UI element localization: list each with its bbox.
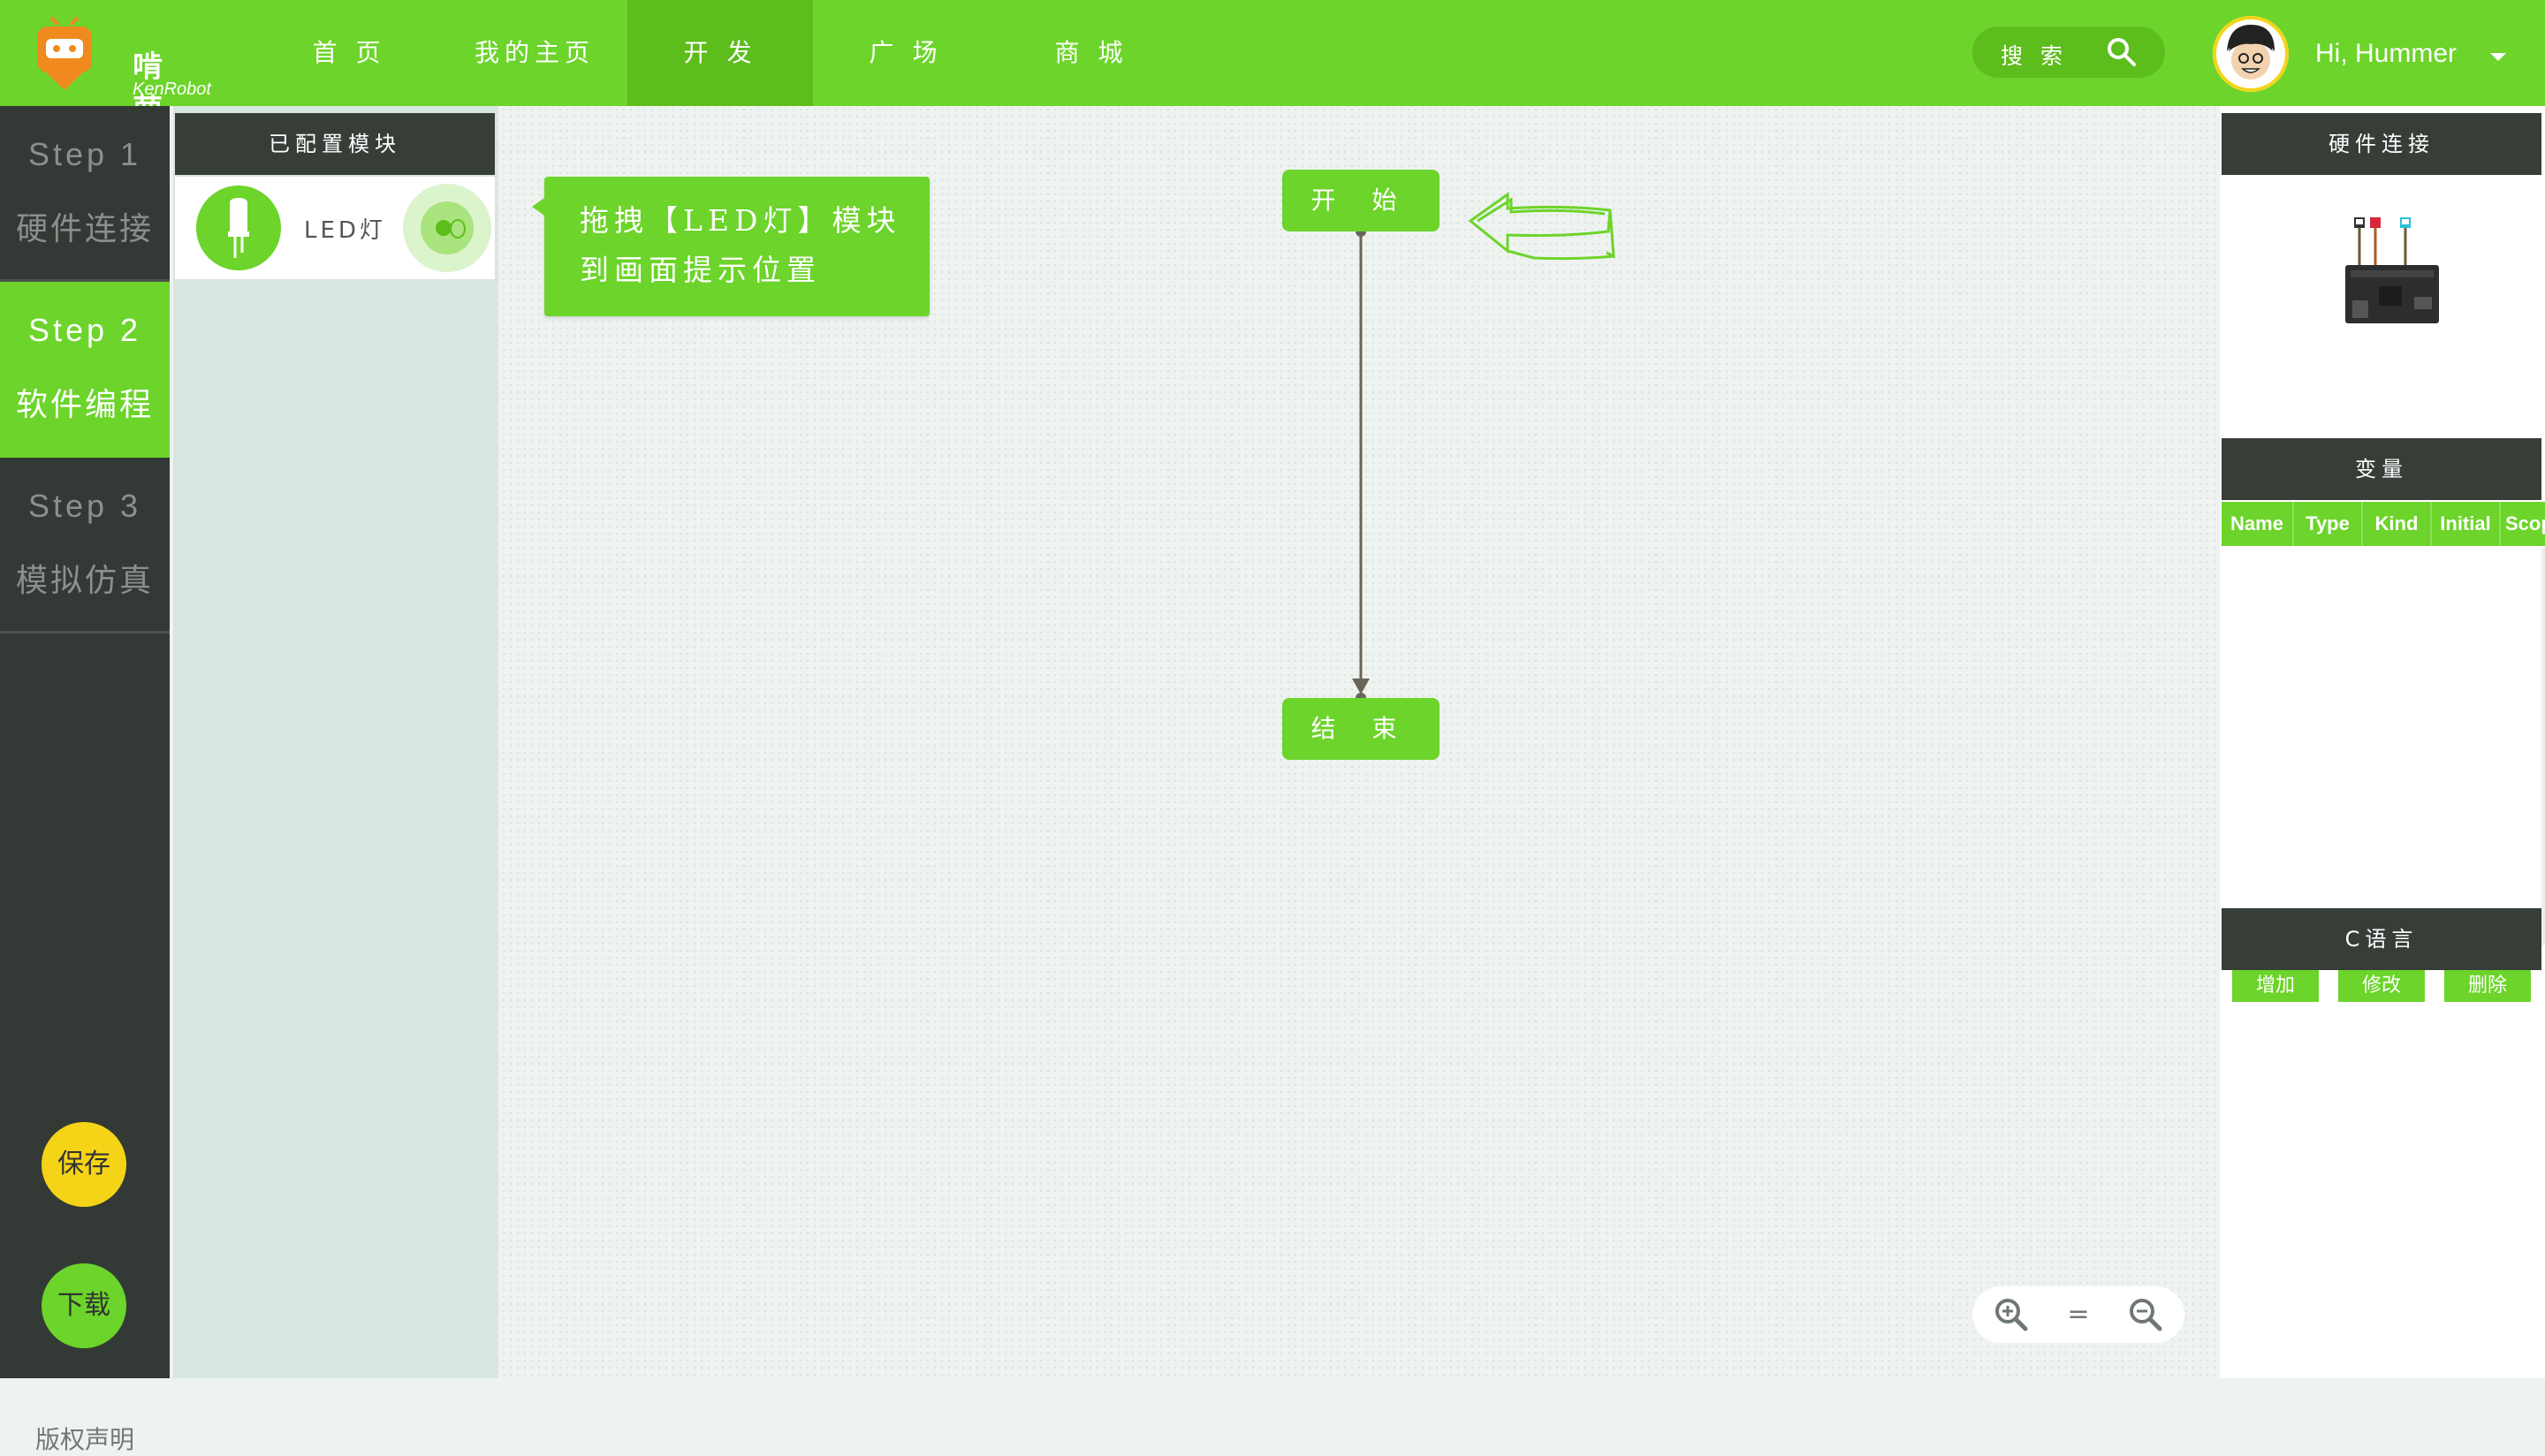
nav-store[interactable]: 商 城 bbox=[1054, 38, 1128, 67]
led-icon bbox=[196, 186, 281, 270]
zoom-controls: = bbox=[1972, 1286, 2184, 1343]
step-software-programming[interactable]: Step 2 软件编程 bbox=[0, 282, 170, 458]
module-label: LED灯 bbox=[304, 217, 386, 244]
kenrobot-logo[interactable]: 啃萝卜 KenRobot bbox=[34, 16, 211, 171]
column-name[interactable]: Name bbox=[2222, 502, 2294, 546]
variables-title: 变量 bbox=[2222, 438, 2541, 500]
nav-my-homepage[interactable]: 我的主页 bbox=[474, 38, 595, 67]
column-type[interactable]: Type bbox=[2294, 502, 2363, 546]
step-label: 模拟仿真 bbox=[15, 563, 154, 599]
search-icon[interactable] bbox=[2105, 35, 2139, 69]
right-panel: 硬件连接 变量 Name Type Kind Initial Scope 增加 … bbox=[2220, 106, 2545, 1378]
modules-title: 已配置模块 bbox=[175, 113, 495, 175]
user-avatar-icon bbox=[2213, 16, 2289, 92]
save-button[interactable]: 保存 bbox=[42, 1122, 126, 1207]
variables-table-body bbox=[2222, 548, 2545, 945]
step-number: Step 3 bbox=[27, 488, 142, 524]
edit-variable-button[interactable]: 修改 bbox=[2338, 970, 2425, 1002]
drag-hint-tooltip: 拖拽【LED灯】模块到画面提示位置 bbox=[532, 177, 930, 316]
chevron-down-icon[interactable] bbox=[2490, 53, 2506, 61]
column-kind[interactable]: Kind bbox=[2363, 502, 2432, 546]
step-sidebar: Step 1 硬件连接 Step 2 软件编程 Step 3 模拟仿真 保存 下… bbox=[0, 106, 170, 1454]
variables-table-header: Name Type Kind Initial Scope bbox=[2222, 502, 2545, 546]
tooltip-text: 拖拽【LED灯】模块到画面提示位置 bbox=[580, 203, 901, 287]
column-initial[interactable]: Initial bbox=[2432, 502, 2501, 546]
logo-subtitle: KenRobot bbox=[133, 80, 211, 99]
delete-variable-button[interactable]: 删除 bbox=[2444, 970, 2531, 1002]
search-label: 搜 索 bbox=[2001, 43, 2068, 69]
zoom-in-icon[interactable] bbox=[1990, 1293, 2032, 1336]
search-box[interactable]: 搜 索 bbox=[1972, 27, 2165, 78]
copyright-link[interactable]: 版权声明 bbox=[34, 1425, 134, 1454]
step-label: 硬件连接 bbox=[15, 211, 154, 247]
module-item-led[interactable]: LED灯 bbox=[175, 177, 495, 279]
port-connector-icon[interactable] bbox=[403, 184, 491, 272]
step-hardware-connect[interactable]: Step 1 硬件连接 bbox=[0, 106, 170, 282]
zoom-out-icon[interactable] bbox=[2124, 1293, 2167, 1336]
zoom-reset-button[interactable]: = bbox=[2067, 1299, 2090, 1330]
robot-logo-icon bbox=[37, 16, 92, 90]
main-nav: 首 页 我的主页 开 发 广 场 商 城 bbox=[256, 0, 1184, 106]
top-bar: 啃萝卜 KenRobot 首 页 我的主页 开 发 广 场 商 城 搜 索 Hi… bbox=[0, 0, 2545, 171]
step-label: 软件编程 bbox=[15, 387, 154, 423]
add-variable-button[interactable]: 增加 bbox=[2232, 970, 2319, 1002]
c-language-title: C语言 bbox=[2222, 908, 2541, 970]
nav-square[interactable]: 广 场 bbox=[869, 38, 943, 67]
avatar[interactable] bbox=[2213, 16, 2289, 92]
flow-start-node[interactable]: 开 始 bbox=[1282, 170, 1440, 231]
nav-home[interactable]: 首 页 bbox=[312, 38, 386, 67]
configured-modules-panel: 已配置模块 LED灯 bbox=[173, 106, 498, 1378]
nav-develop[interactable]: 开 发 bbox=[627, 0, 813, 106]
hardware-board-thumbnail[interactable] bbox=[2344, 212, 2441, 336]
flow-end-node[interactable]: 结 束 bbox=[1282, 698, 1440, 760]
step-number: Step 1 bbox=[27, 136, 142, 172]
download-button[interactable]: 下载 bbox=[42, 1263, 126, 1348]
hardware-connect-title: 硬件连接 bbox=[2222, 113, 2541, 175]
step-simulation[interactable]: Step 3 模拟仿真 bbox=[0, 458, 170, 633]
user-greeting[interactable]: Hi, Hummer bbox=[2315, 39, 2458, 68]
step-number: Step 2 bbox=[27, 312, 142, 348]
column-scope[interactable]: Scope bbox=[2501, 502, 2545, 546]
